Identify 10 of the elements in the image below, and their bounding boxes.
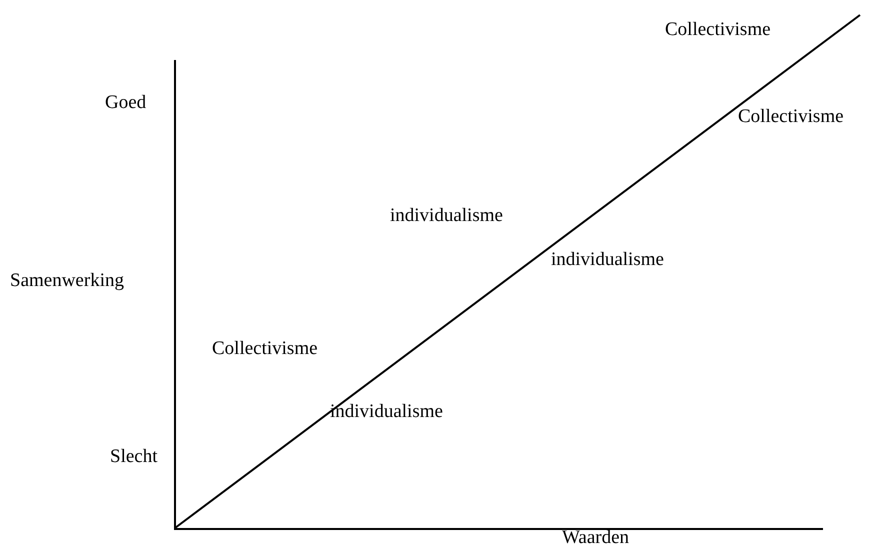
region-label: Collectivisme [665, 19, 771, 41]
axis-label: Samenwerking [10, 270, 124, 292]
region-label: individualisme [551, 249, 664, 271]
axis-label: Slecht [110, 446, 158, 468]
region-label: Collectivisme [212, 338, 318, 360]
region-label: individualisme [330, 401, 443, 423]
region-label: individualisme [390, 205, 503, 227]
axis-label: Goed [105, 92, 146, 114]
region-label: Collectivisme [738, 106, 844, 128]
axis-label: Waarden [562, 527, 630, 549]
